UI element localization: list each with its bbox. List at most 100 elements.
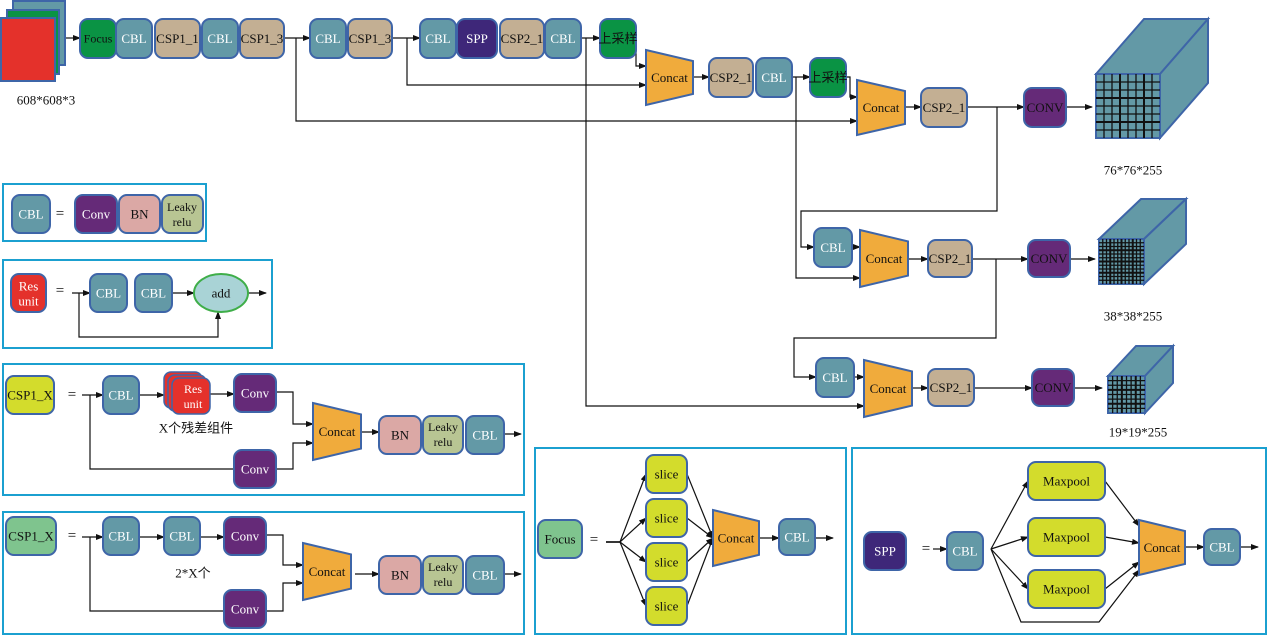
- cbl-block-label: CBL: [784, 530, 809, 545]
- concat-label: Concat: [319, 424, 356, 439]
- cbl-block: CBL: [102, 375, 140, 415]
- csp2-1-block-label: CSP2_1: [923, 100, 966, 115]
- cbl-block: CBL: [755, 57, 793, 98]
- conv-block: CONV: [1023, 87, 1067, 128]
- legend-panel-csp2: [2, 511, 525, 635]
- upsample-block-shape: [599, 18, 637, 59]
- spp-lhs-shape: [863, 531, 907, 571]
- arrow-maxpool-concat: [1104, 480, 1140, 527]
- csp2x-lhs-shape: [5, 516, 57, 556]
- csp2-1-block-label: CSP2_1: [710, 70, 753, 85]
- leaky-relu-label: Leaky: [428, 420, 458, 434]
- arrow-cbl-concat3: [795, 77, 861, 281]
- line-skip-bottom: [89, 537, 224, 612]
- arrow-csp13-concat1: [406, 38, 647, 88]
- focus-block: Focus: [79, 18, 117, 59]
- leaky-relu-label-2: relu: [434, 435, 453, 449]
- concat-label: Concat: [651, 70, 688, 85]
- cbl-block-shape: [815, 357, 855, 398]
- cbl-block-label: CBL: [472, 428, 497, 443]
- csp2-1-block: CSP2_1: [499, 18, 545, 59]
- cbl-block-label: CBL: [315, 31, 340, 46]
- arrow-cbl-concat4: [585, 38, 865, 409]
- concat-trapezoid: [645, 48, 694, 107]
- concat-block-3: Concat: [859, 228, 909, 289]
- cbl-block: CBL: [201, 18, 239, 59]
- csp1-1-block-label: CSP1_1: [156, 31, 199, 46]
- cbl-block-shape: [309, 18, 347, 59]
- cbl-block-shape: [102, 375, 140, 415]
- arrow-slice-concat: [686, 537, 714, 563]
- res-unit-label-2: unit: [184, 397, 203, 411]
- bn-block-label: BN: [130, 207, 149, 222]
- cbl-block-label: CBL: [96, 286, 121, 301]
- concat-trapezoid: [1138, 518, 1186, 577]
- cbl-block: CBL: [163, 516, 201, 556]
- cbl-block-label: CBL: [820, 240, 845, 255]
- slice-block-shape: [645, 454, 688, 494]
- channel-r: [0, 17, 56, 82]
- res-caption: X个残差组件: [159, 421, 233, 436]
- cbl-block: CBL: [946, 531, 984, 571]
- input-image-stack: [0, 0, 66, 82]
- concat-label: Concat: [870, 381, 907, 396]
- csp2x-lhs-label: CSP1_X: [8, 529, 54, 544]
- cbl-block-shape: [778, 518, 816, 556]
- cbl-block-shape: [465, 555, 505, 595]
- cbl-block-label: CBL: [761, 70, 786, 85]
- equals-sign: =: [68, 528, 76, 544]
- leaky-relu-label-2: relu: [434, 575, 453, 589]
- labels: 608*608*376*76*25538*38*25519*19*255===X…: [17, 93, 1168, 581]
- spp-lhs-label: SPP: [874, 544, 896, 559]
- csp1-1-block-shape: [154, 18, 201, 59]
- arrow-csp21-cbl4: [793, 259, 997, 380]
- csp2-1-block-shape: [708, 57, 754, 98]
- output-size-label-3: 19*19*255: [1109, 425, 1168, 440]
- cbl-block-shape: [946, 531, 984, 571]
- cbl-block: CBL: [309, 18, 347, 59]
- output-cube-38: [1096, 196, 1189, 287]
- conv-block: Conv: [233, 373, 277, 413]
- arrow-cbl-maxpool: [990, 548, 1029, 590]
- res-unit-lhs-label-line2: unit: [18, 294, 39, 309]
- equals-sign: =: [56, 283, 64, 299]
- focus-lhs-shape: [537, 519, 583, 559]
- cbl-block-shape: [134, 273, 173, 313]
- legend-cbl-lhs: CBL: [11, 194, 51, 234]
- cbl-block: CBL: [89, 273, 128, 313]
- res-unit-label-1: Res: [184, 382, 202, 396]
- slice-block-shape: [645, 498, 688, 538]
- maxpool-block-shape: [1027, 517, 1106, 557]
- arrow-split-slice: [606, 517, 647, 543]
- csp2-1-block-label: CSP2_1: [501, 31, 544, 46]
- slice-block-shape: [645, 586, 688, 626]
- conv-block-label: Conv: [241, 462, 270, 477]
- upsample-block: 上采样: [808, 57, 848, 98]
- upsample-block: 上采样: [598, 18, 638, 59]
- output-cube-19: [1105, 343, 1176, 416]
- arrow-res-skip: [78, 293, 221, 338]
- maxpool-block: Maxpool: [1027, 461, 1106, 501]
- arrow-conv-concat-top: [276, 391, 314, 427]
- csp2-1-block-label: CSP2_1: [929, 251, 972, 266]
- arrow-cbl-concat-skip: [990, 548, 1140, 623]
- bn-block-shape: [378, 555, 422, 595]
- concat-label: Concat: [866, 251, 903, 266]
- concat-trapezoid: [302, 541, 352, 602]
- bn-block-label: BN: [391, 428, 410, 443]
- cbl-block: CBL: [115, 18, 153, 59]
- concat-block: Concat: [1138, 518, 1186, 577]
- cbl-block-shape: [1203, 528, 1241, 566]
- legend-panel-focus: [534, 447, 847, 635]
- cbl-block-shape: [102, 516, 140, 556]
- conv-block-label: CONV: [1031, 251, 1068, 266]
- concat-trapezoid: [712, 508, 760, 568]
- cbl-block-shape: [544, 18, 582, 59]
- output-size-label-2: 38*38*255: [1104, 309, 1163, 324]
- add-ellipse: [193, 273, 249, 313]
- concat-label: Concat: [1144, 540, 1181, 555]
- slice-block: slice: [645, 586, 688, 626]
- csp1x-lhs: CSP1_X: [5, 375, 55, 415]
